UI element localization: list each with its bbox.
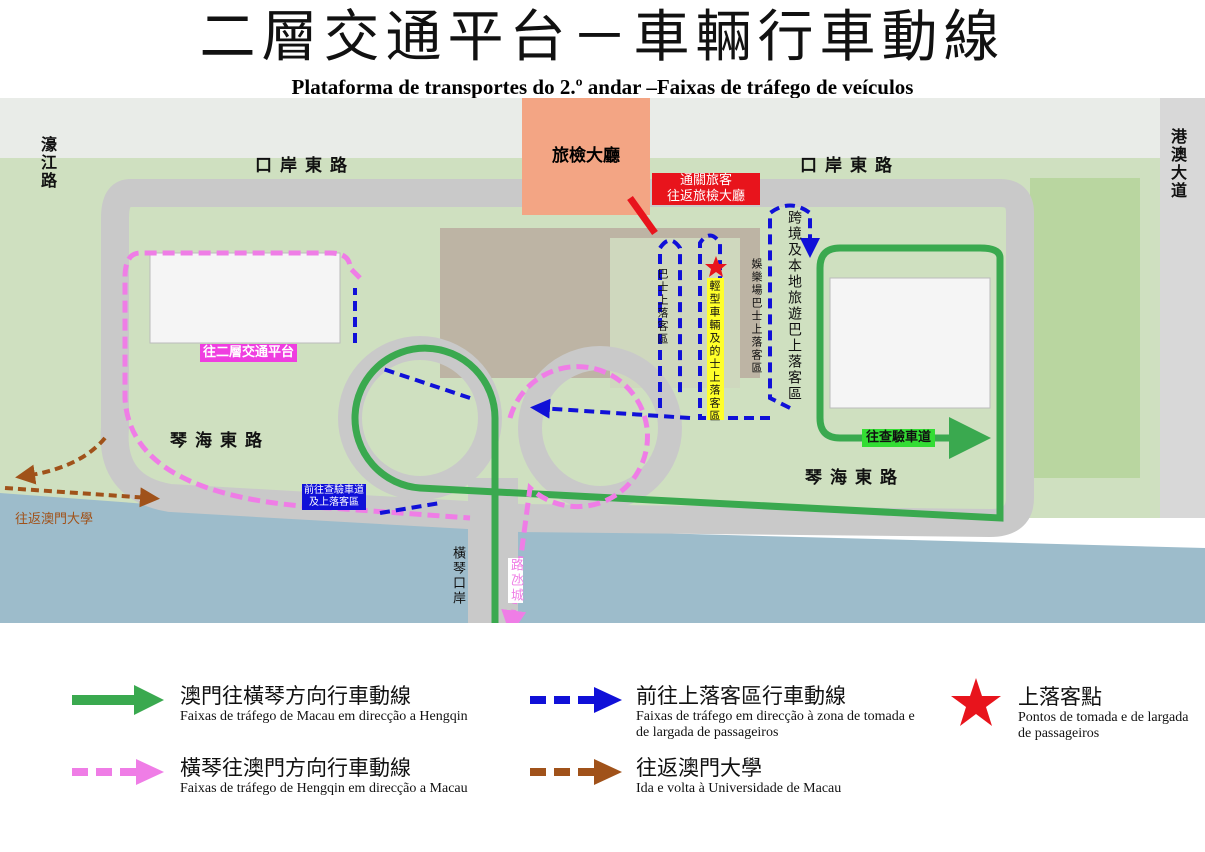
map: 旅檢大廳 口岸東路 口岸東路 琴海東路 琴海東路 濠江路 港澳大道 通關旅客 往… [0, 98, 1205, 623]
east-road [1160, 98, 1205, 518]
page-title: 二層交通平台－車輛行車動線 [199, 5, 1006, 70]
road-label-north-right: 口岸東路 [800, 156, 900, 176]
brown-route [4, 486, 160, 508]
pink-route [122, 250, 650, 623]
cotai-label: 路氹城 [508, 558, 523, 603]
left-building [149, 252, 341, 344]
pickup-star-icon [705, 256, 727, 277]
blue-route [353, 203, 810, 515]
water [0, 493, 1205, 623]
terminal-block [522, 98, 650, 215]
red-double-arrow [627, 195, 658, 236]
road-label-east: 港澳大道 [1168, 128, 1187, 200]
brown-route-west [15, 436, 107, 485]
light-vehicle-zone-label: 輕型車輛及的士上落客區 [708, 280, 721, 423]
outer-road [100, 179, 1034, 538]
red-star-icon [951, 678, 1001, 726]
blue-route-2 [530, 398, 691, 420]
light-vehicle-zone-bg [707, 278, 724, 420]
right-building [829, 277, 991, 409]
bus-zone-label: 巴士上落客區 [656, 268, 669, 346]
blue-dashed-arrow-icon [530, 687, 622, 713]
hengqin-port-label: 橫琴口岸 [450, 546, 465, 606]
terminal-label: 旅檢大廳 [552, 146, 620, 166]
green-route [351, 244, 1004, 623]
page-subtitle: Plataforma de transportes do 2.º andar –… [291, 75, 914, 99]
to-platform-label: 往二層交通平台 [200, 344, 298, 362]
road-label-south-right: 琴海東路 [805, 468, 905, 488]
passenger-note: 通關旅客 往返旅檢大廳 [652, 173, 760, 205]
map-drawing [0, 98, 1205, 623]
road-label-north-left: 口岸東路 [255, 156, 355, 176]
green-arrow-icon [72, 685, 164, 715]
pink-dashed-arrow-icon [72, 759, 164, 785]
road-label-west: 濠江路 [38, 136, 57, 190]
casino-bus-zone-label: 娛樂場巴士上落客區 [750, 258, 763, 375]
to-university-label: 往返澳門大學 [15, 512, 94, 527]
to-inspection-pickup-label: 前往查驗車道 及上落客區 [302, 484, 366, 510]
road-label-south-left: 琴海東路 [170, 431, 270, 451]
to-inspection-label: 往查驗車道 [862, 429, 936, 447]
east-park [1030, 178, 1140, 478]
brown-dashed-arrow-icon [530, 759, 622, 785]
tour-bus-zone-label: 跨境及本地旅遊巴上落客區 [786, 210, 802, 402]
